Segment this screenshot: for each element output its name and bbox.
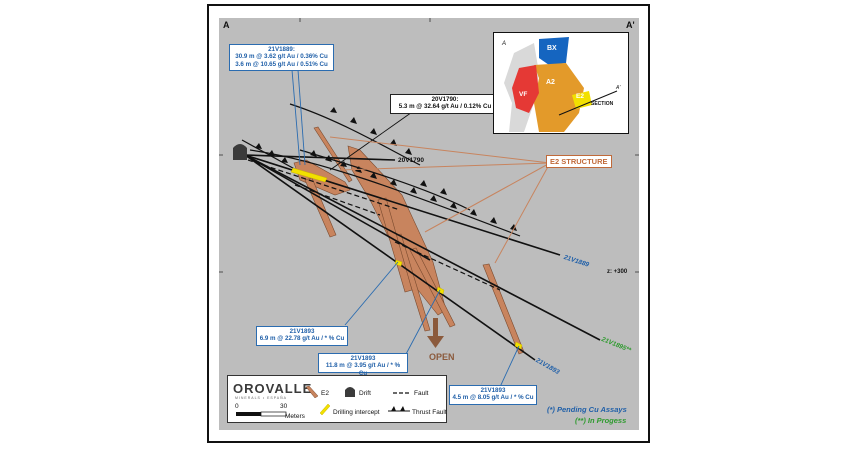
callout-hole-id: 21V1893 (480, 387, 506, 394)
section-label-left: A (223, 20, 230, 30)
callout-21v1893-c: 21V1893 4.5 m @ 8.05 g/t Au / * % Cu (449, 385, 537, 405)
inset-end-label: A' (616, 85, 621, 91)
legend-drilling-intercept: Drilling intercept (333, 409, 380, 416)
hole-label-20v1790: 20V1790 (398, 157, 425, 164)
callout-hole-id: 21V1889: (268, 46, 295, 53)
inset-section-label: SECTION (591, 101, 614, 107)
legend-thrust-fault: Thrust Fault (412, 409, 447, 416)
thrust-teeth (255, 107, 517, 231)
callout-20v1790: 20V1790: 5.3 m @ 32.64 g/t Au / 0.12% Cu (390, 94, 500, 114)
open-label: OPEN (429, 352, 455, 362)
hole-21v1895-trace (244, 154, 601, 341)
hole-20v1790-trace (244, 154, 396, 161)
legend-drift: Drift (359, 390, 371, 397)
drift-legend-icon (345, 387, 355, 397)
scale-unit: Meters (285, 413, 305, 420)
inset-zone-e2: E2 (576, 93, 584, 100)
panel-ticks (219, 18, 639, 273)
thrust-fault-legend-icon (388, 406, 410, 412)
orovalle-logo: OROVALLE (233, 381, 313, 396)
callout-21v1893-a: 21V1893 6.9 m @ 22.78 g/t Au / * % Cu (256, 326, 348, 346)
legend-box: OROVALLE MINERALS • ESPAÑA 0 30 Meters E… (227, 375, 447, 423)
drilling-intercepts (290, 167, 523, 350)
callout-hole-id: 21V1893 (350, 355, 376, 362)
note-pending-cu: (*) Pending Cu Assays (547, 405, 627, 414)
drift-symbol (233, 144, 247, 160)
open-arrow (427, 318, 444, 348)
e2-legend-icon (305, 386, 319, 398)
legend-e2: E2 (321, 390, 329, 397)
callout-line: 11.8 m @ 3.95 g/t Au / * % Cu (325, 362, 401, 377)
callout-21v1889: 21V1889: 30.9 m @ 3.62 g/t Au / 0.36% Cu… (229, 44, 334, 71)
drilling-intercept-legend-icon (320, 404, 330, 416)
inset-map (494, 33, 627, 132)
callout-leaders-black (329, 109, 416, 171)
orovalle-logo-subtitle: MINERALS • ESPAÑA (235, 396, 288, 400)
callout-line: 3.6 m @ 10.65 g/t Au / 0.51% Cu (235, 60, 328, 68)
e2-vein-thin-1 (313, 126, 353, 183)
note-in-progress: (**) In Progess (575, 416, 627, 425)
callout-leaders (291, 69, 520, 388)
structure-leaders (329, 136, 551, 264)
inset-zone-bx: BX (547, 45, 557, 52)
inset-zone-a2: A2 (546, 79, 555, 86)
inset-north: A (502, 41, 507, 47)
elevation-label: z: +300 (607, 269, 628, 275)
section-label-right: A' (626, 20, 635, 30)
callout-line: 6.9 m @ 22.78 g/t Au / * % Cu (259, 335, 345, 343)
callout-hole-id: 20V1790: (431, 96, 459, 103)
scale-max: 30 (280, 403, 288, 410)
callout-line: 5.3 m @ 32.64 g/t Au / 0.12% Cu (398, 103, 492, 111)
callout-line: 30.9 m @ 3.62 g/t Au / 0.36% Cu (235, 53, 328, 61)
callout-21v1893-b: 21V1893 11.8 m @ 3.95 g/t Au / * % Cu (318, 353, 408, 377)
e2-vein-right (482, 263, 525, 355)
scale-min: 0 (235, 403, 239, 410)
scale-bar (236, 411, 287, 417)
callout-line: 4.5 m @ 8.05 g/t Au / * % Cu (452, 394, 534, 402)
callout-hole-id: 21V1893 (289, 328, 315, 335)
fault-legend-icon (393, 392, 411, 394)
e2-structure-label: E2 STRUCTURE (546, 155, 612, 168)
thrust-faults (241, 103, 521, 237)
legend-fault: Fault (414, 390, 429, 397)
location-inset: A BX A2 VF E2 SECTION A' (493, 32, 629, 134)
inset-zone-vf: VF (519, 91, 528, 98)
hole-21v1893-trace (244, 154, 536, 361)
